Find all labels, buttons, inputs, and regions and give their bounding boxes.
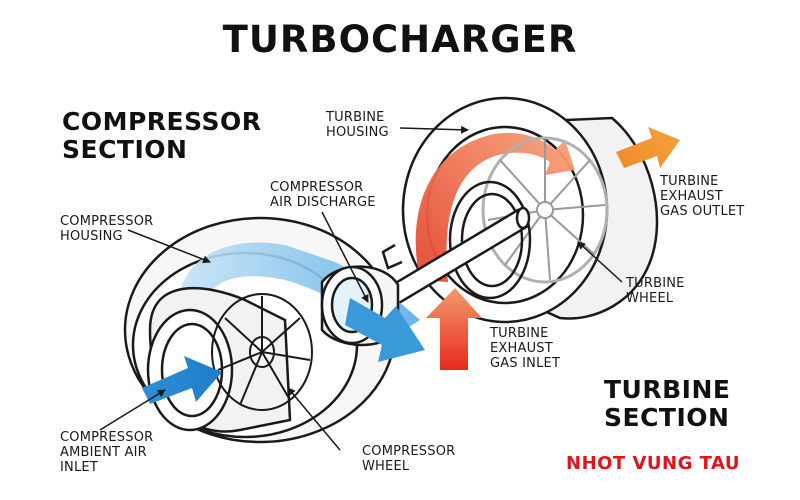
label-compressor-wheel-line-2: WHEEL xyxy=(362,459,410,474)
label-ambient-inlet-line-2: AMBIENT AIR xyxy=(60,445,147,460)
label-ambient-inlet-line-1: COMPRESSOR xyxy=(60,430,154,445)
label-gas-outlet-line-3: GAS OUTLET xyxy=(660,204,745,219)
brand-watermark: NHOT VUNG TAU xyxy=(566,453,741,474)
leader-compressor-wheel xyxy=(287,387,341,451)
compressor-section-heading: COMPRESSOR SECTION xyxy=(62,108,262,164)
label-turbine-exhaust-gas-outlet: TURBINE EXHAUST GAS OUTLET xyxy=(660,174,744,219)
turbine-section-heading: TURBINE SECTION xyxy=(604,376,730,432)
compressor-discharge-arrow xyxy=(345,298,425,362)
label-compressor-air-discharge-line-1: COMPRESSOR xyxy=(270,180,364,195)
leader-turbine-wheel xyxy=(577,241,623,283)
turbine-section-line-1: TURBINE xyxy=(604,375,731,404)
leader-compressor-air-discharge xyxy=(321,211,369,303)
turbine-section-line-2: SECTION xyxy=(604,403,730,432)
leader-turbine-housing xyxy=(399,125,469,134)
label-compressor-housing-line-2: HOUSING xyxy=(60,229,123,244)
label-ambient-inlet-line-3: INLET xyxy=(60,460,98,475)
label-turbine-wheel: TURBINE WHEEL xyxy=(626,276,685,306)
leader-compressor-housing xyxy=(127,229,211,264)
turbine-housing-flow xyxy=(415,132,575,282)
label-turbine-wheel-line-1: TURBINE xyxy=(626,276,685,291)
label-gas-outlet-line-1: TURBINE xyxy=(660,174,719,189)
label-gas-inlet-line-1: TURBINE xyxy=(490,326,549,341)
compressor-inlet-cylinder xyxy=(146,287,292,433)
label-turbine-housing-line-1: TURBINE xyxy=(326,110,385,125)
leader-ambient-air-inlet xyxy=(99,389,166,431)
label-compressor-air-discharge: COMPRESSOR AIR DISCHARGE xyxy=(270,180,376,210)
label-compressor-housing: COMPRESSOR HOUSING xyxy=(60,214,153,244)
label-gas-inlet-line-3: GAS INLET xyxy=(490,356,561,371)
label-turbine-wheel-line-2: WHEEL xyxy=(626,291,674,306)
label-compressor-air-discharge-line-2: AIR DISCHARGE xyxy=(270,195,376,210)
exhaust-gas-inlet-arrow xyxy=(426,288,482,370)
compressor-section-line-1: COMPRESSOR xyxy=(62,107,262,136)
label-turbine-housing: TURBINE HOUSING xyxy=(326,110,389,140)
label-turbine-exhaust-gas-inlet: TURBINE EXHAUST GAS INLET xyxy=(490,326,560,371)
turbine-outlet-ring xyxy=(448,180,532,300)
label-gas-inlet-line-2: EXHAUST xyxy=(490,341,553,356)
label-compressor-ambient-air-inlet: COMPRESSOR AMBIENT AIR INLET xyxy=(60,430,153,475)
compressor-wheel xyxy=(211,293,313,411)
leader-lines xyxy=(99,125,623,451)
label-turbine-housing-line-2: HOUSING xyxy=(326,125,389,140)
exhaust-gas-outlet-arrow xyxy=(616,127,680,168)
label-compressor-wheel: COMPRESSOR WHEEL xyxy=(362,444,455,474)
diagram-title: TURBOCHARGER xyxy=(222,18,578,61)
label-gas-outlet-line-2: EXHAUST xyxy=(660,189,723,204)
turbine-wheel xyxy=(481,136,609,284)
compressor-housing-flow xyxy=(178,242,420,340)
label-compressor-wheel-line-1: COMPRESSOR xyxy=(362,444,456,459)
compressor-section-line-2: SECTION xyxy=(62,135,188,164)
label-compressor-housing-line-1: COMPRESSOR xyxy=(60,214,154,229)
